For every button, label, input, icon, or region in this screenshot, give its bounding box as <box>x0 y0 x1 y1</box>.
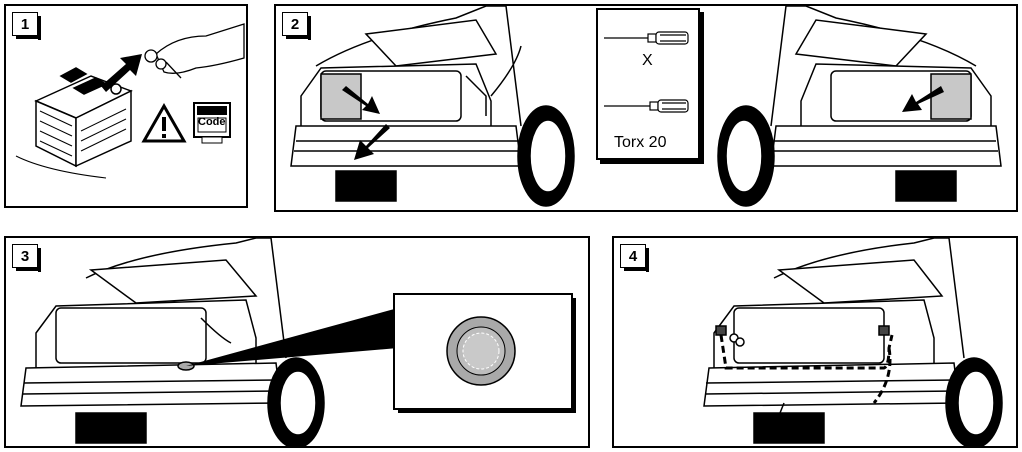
battery-disconnect-illustration <box>15 23 245 179</box>
step-number-badge: 3 <box>12 244 41 272</box>
step-2-panel: 2 <box>274 4 1018 212</box>
car-rear-right <box>717 6 1002 207</box>
tool-x-label: X <box>642 52 653 69</box>
car-rear <box>703 238 1003 446</box>
tool-torx-label: Torx 20 <box>614 134 667 151</box>
code-label: Code <box>198 116 226 128</box>
step-3-panel: 3 <box>4 236 590 448</box>
step-number-badge: 4 <box>620 244 649 272</box>
car-rear <box>20 238 325 446</box>
warning-triangle-icon <box>141 102 187 143</box>
step-4-panel: 4 <box>612 236 1018 448</box>
step-number-badge: 2 <box>282 12 311 40</box>
key-icon <box>144 23 245 79</box>
battery-icon <box>15 67 133 179</box>
arrow-icon <box>902 86 944 112</box>
screwdriver-icon <box>604 31 689 113</box>
cap-removal-illustration <box>20 238 576 446</box>
wiring-route-illustration <box>703 238 1003 446</box>
arrow-icon <box>342 86 390 160</box>
car-rear-left <box>290 6 575 207</box>
step-number-badge: 1 <box>12 12 41 40</box>
tools-box <box>596 8 700 160</box>
zoom-inset <box>393 293 576 413</box>
trunk-panel-removal-illustration <box>290 6 1002 207</box>
step-1-panel: 1 <box>4 4 248 208</box>
arrow-icon <box>101 54 142 92</box>
code-card-icon <box>193 102 231 144</box>
